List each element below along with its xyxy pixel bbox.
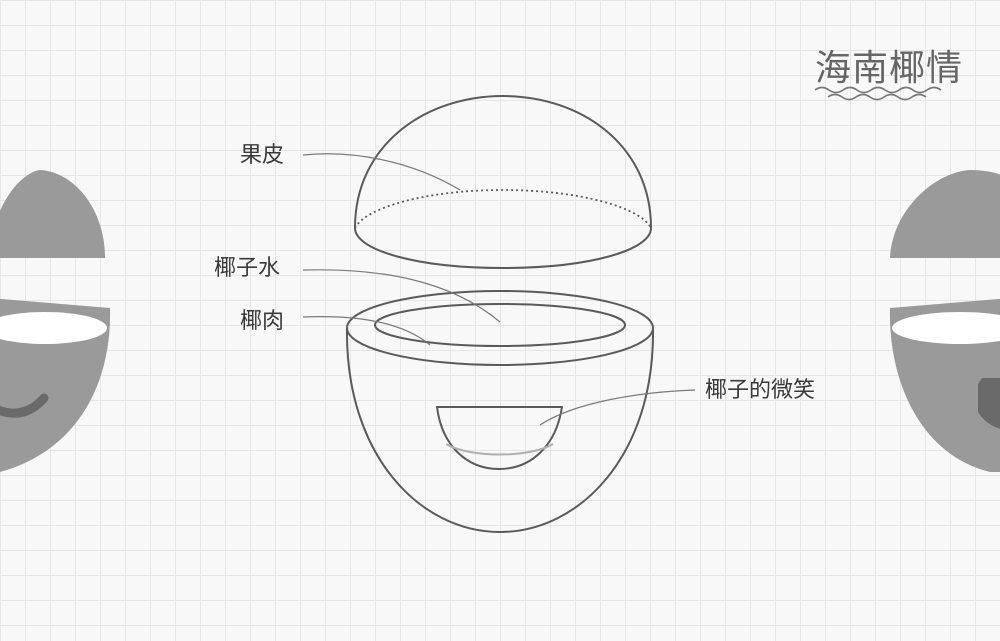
right-coconut-illustration (889, 170, 1000, 472)
left-coconut-opening (0, 312, 107, 344)
coconut-smile-mouth (435, 406, 564, 471)
leader-line-coconut-water (302, 269, 501, 323)
coconut-smile-water-line (445, 443, 554, 456)
left-coconut-top-shell (0, 170, 105, 258)
coconut-peel-dome (353, 94, 653, 270)
label-peel-group: 果皮 (240, 143, 461, 191)
leader-line-coconut-smile (539, 389, 696, 426)
logo-wave-2 (827, 93, 927, 101)
coconut-peel-rim-dotted (354, 189, 652, 229)
leader-line-coconut-meat (302, 316, 431, 346)
coconut-bottom-half (345, 290, 655, 534)
label-peel: 果皮 (240, 143, 284, 168)
left-coconut-smile (0, 393, 49, 418)
label-coconut-meat: 椰肉 (240, 309, 284, 334)
coconut-bowl-shell (345, 327, 655, 534)
right-coconut-smile (978, 378, 1000, 429)
leader-line-peel (302, 153, 461, 191)
label-coconut-smile: 椰子的微笑 (705, 378, 815, 403)
right-coconut-top-shell (890, 170, 1000, 258)
left-coconut-illustration (0, 170, 111, 472)
label-coconut-smile-group: 椰子的微笑 (539, 378, 815, 426)
label-coconut-water: 椰子水 (214, 256, 280, 281)
logo-wave-1 (814, 86, 942, 94)
right-coconut-opening (892, 312, 1000, 344)
coconut-meat-inner-rim (374, 303, 626, 347)
coconut-top-half (353, 94, 653, 270)
label-coconut-water-group: 椰子水 (214, 256, 501, 323)
label-coconut-meat-group: 椰肉 (240, 309, 431, 346)
coconut-outer-rim (346, 290, 654, 366)
brand-logo: 海南椰情 (814, 48, 963, 101)
brand-logo-text: 海南椰情 (815, 48, 963, 89)
